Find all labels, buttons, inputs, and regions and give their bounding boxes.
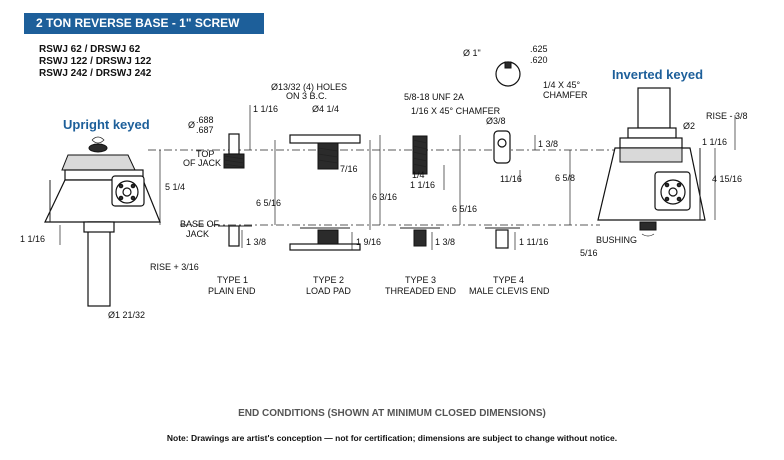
dim-1-3-8-t4: 1 3/8 (538, 139, 558, 149)
type1-desc: PLAIN END (208, 286, 256, 296)
type2-name: TYPE 2 (313, 275, 344, 285)
thread-label-1: 5/8-18 UNF 2A (404, 92, 464, 102)
type1-name: TYPE 1 (217, 275, 248, 285)
footer-title: END CONDITIONS (SHOWN AT MINIMUM CLOSED … (238, 408, 546, 419)
chamfer-label-2: CHAMFER (543, 90, 588, 100)
pin-diameter: Ø 1" (463, 48, 481, 58)
dim-1-1-16-left: 1 1/16 (20, 234, 45, 244)
dimension-lines (59, 105, 736, 250)
dim-6-5-8: 6 5/8 (555, 173, 575, 183)
plain-dia-symbol: Ø (188, 120, 195, 130)
model-line-1: RSWJ 62 / DRSWJ 62 (39, 44, 141, 55)
thread-label-2: 1/16 X 45° CHAMFER (411, 106, 501, 116)
upright-jack (44, 136, 161, 307)
dim-1-11-16: 1 11/16 (519, 237, 548, 247)
holes-label-1: Ø13/32 (4) HOLES (271, 82, 347, 92)
dim-1-1-16-t1: 1 1/16 (253, 104, 278, 114)
bushing-label: BUSHING (596, 235, 637, 245)
dim-1-1-16-right: 1 1/16 (702, 137, 727, 147)
type3-threaded-end (400, 135, 440, 247)
model-line-2: RSWJ 122 / DRSWJ 122 (39, 56, 152, 67)
plain-tol-lo: .687 (196, 125, 214, 135)
type4-male-clevis (485, 130, 520, 249)
dim-1-9-16: 1 9/16 (356, 237, 381, 247)
rise-inverted: RISE - 3/8 (706, 111, 748, 121)
dim-7-16: 7/16 (340, 164, 358, 174)
dim-5-1-4: 5 1/4 (165, 182, 185, 192)
pad-diameter: Ø4 1/4 (312, 104, 339, 114)
dim-4-15-16: 4 15/16 (712, 174, 742, 184)
holes-label-2: ON 3 B.C. (286, 91, 327, 101)
dim-6-5-16-a: 6 5/16 (256, 198, 281, 208)
header-title: 2 TON REVERSE BASE - 1" SCREW (36, 16, 240, 30)
type4-name: TYPE 4 (493, 275, 524, 285)
model-list: RSWJ 62 / DRSWJ 62 RSWJ 122 / DRSWJ 122 … (39, 44, 151, 80)
type2-load-pad (289, 134, 361, 251)
chamfer-label-1: 1/4 X 45° (543, 80, 581, 90)
inverted-jack (597, 87, 706, 237)
plain-tol-hi: .688 (196, 115, 214, 125)
header-title-bar: 2 TON REVERSE BASE - 1" SCREW (24, 13, 264, 34)
dim-6-5-16-b: 6 5/16 (452, 204, 477, 214)
dim-1-3-8-t1: 1 3/8 (246, 237, 266, 247)
dim-1-4: 1/4 (412, 170, 425, 180)
dim-6-3-16: 6 3/16 (372, 192, 397, 202)
base-of-jack-label-2: JACK (186, 229, 209, 239)
dim-1-1-16-t3: 1 1/16 (410, 180, 435, 190)
type1-plain-end (218, 133, 252, 247)
model-line-3: RSWJ 242 / DRSWJ 242 (39, 68, 152, 79)
footer-note: Note: Drawings are artist's conception —… (167, 433, 617, 443)
base-diameter: Ø1 21/32 (108, 310, 145, 320)
pin-detail (495, 61, 521, 87)
rise-upright: RISE + 3/16 (150, 262, 199, 272)
dim-1-3-8-t3: 1 3/8 (435, 237, 455, 247)
type4-desc: MALE CLEVIS END (469, 286, 550, 296)
pin-tol-lo: .620 (530, 55, 548, 65)
top-of-jack-label-1: TOP (196, 149, 214, 159)
type3-desc: THREADED END (385, 286, 457, 296)
upright-keyed-label: Upright keyed (63, 117, 150, 132)
type3-name: TYPE 3 (405, 275, 436, 285)
type2-desc: LOAD PAD (306, 286, 351, 296)
inverted-diameter: Ø2 (683, 121, 695, 131)
inverted-keyed-label: Inverted keyed (612, 67, 703, 82)
base-of-jack-label-1: BASE OF (180, 219, 220, 229)
dim-5-16: 5/16 (580, 248, 598, 258)
dim-11-16: 11/16 (500, 174, 522, 184)
pin-tol-hi: .625 (530, 44, 548, 54)
clevis-diameter: Ø3/8 (486, 116, 506, 126)
top-of-jack-label-2: OF JACK (183, 158, 221, 168)
